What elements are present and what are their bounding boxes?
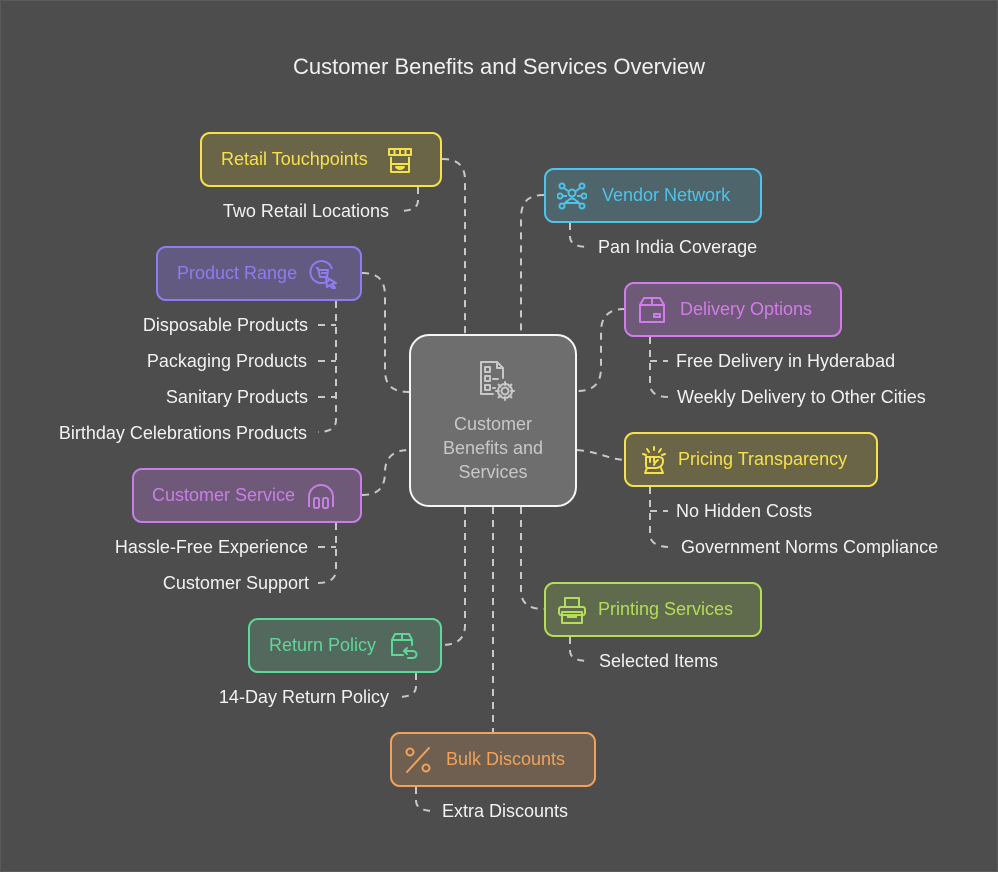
connector-product-range [361, 272, 410, 393]
leaf-connector [317, 301, 337, 433]
connector-pricing-transparency [576, 449, 626, 461]
leaf-connector [397, 187, 419, 212]
leaf-connector [649, 337, 669, 398]
node-product-range[interactable]: Product Range [156, 246, 362, 301]
percent-icon [402, 744, 434, 776]
node-label: Product Range [177, 263, 298, 283]
node-vendor-network[interactable]: Vendor Network [544, 168, 762, 223]
leaf-connector [649, 487, 671, 548]
connector-customer-service [361, 449, 410, 496]
leaf-item: Packaging Products [146, 351, 307, 371]
node-pricing-transparency[interactable]: Pricing Transparency [624, 432, 878, 487]
checklist-gear-icon [467, 356, 519, 408]
connector-delivery-options [576, 308, 626, 392]
connector-printing-services [520, 507, 545, 610]
leaf-connector [317, 523, 337, 584]
leaf-item: Disposable Products [142, 315, 308, 335]
leaf-connector [396, 673, 417, 698]
node-retail-touchpoints[interactable]: Retail Touchpoints [200, 132, 442, 187]
leaf-item: Birthday Celebrations Products [58, 423, 307, 443]
node-label: Retail Touchpoints [221, 149, 368, 169]
leaf-item: Pan India Coverage [598, 237, 758, 257]
connector-retail-touchpoints [441, 158, 466, 334]
central-topic-node: Customer Benefits and Services [409, 334, 577, 507]
leaf-item: Government Norms Compliance [681, 537, 939, 557]
leaf-item: Selected Items [599, 651, 719, 671]
storefront-icon [384, 144, 416, 176]
node-label: Vendor Network [602, 185, 731, 205]
cart-cursor-icon [307, 258, 339, 290]
node-label: Return Policy [269, 635, 377, 655]
package-box-icon [636, 294, 668, 326]
node-customer-service[interactable]: Customer Service [132, 468, 362, 523]
leaf-connector [569, 637, 591, 662]
node-label: Printing Services [598, 599, 734, 619]
leaf-connector [318, 324, 336, 398]
leaf-connector [415, 787, 436, 812]
headphones-icon [305, 480, 337, 512]
leaf-item: Two Retail Locations [222, 201, 389, 221]
node-label: Customer Service [152, 485, 296, 505]
leaf-item: No Hidden Costs [676, 501, 813, 521]
box-return-icon [388, 630, 420, 662]
node-bulk-discounts[interactable]: Bulk Discounts [390, 732, 596, 787]
leaf-item: Weekly Delivery to Other Cities [677, 387, 926, 407]
fist-bump-icon [638, 444, 670, 476]
leaf-item: Sanitary Products [165, 387, 308, 407]
node-label: Bulk Discounts [446, 749, 566, 769]
leaf-item: Extra Discounts [442, 801, 569, 821]
connector-vendor-network [520, 194, 545, 334]
node-label: Delivery Options [680, 299, 813, 319]
central-topic-label: Customer Benefits and Services [442, 414, 544, 482]
leaf-item: Hassle-Free Experience [114, 537, 308, 557]
leaf-item: 14-Day Return Policy [218, 687, 389, 707]
leaf-connector [569, 223, 591, 248]
leaf-item: Free Delivery in Hyderabad [676, 351, 896, 371]
printer-icon [556, 594, 588, 626]
node-return-policy[interactable]: Return Policy [248, 618, 442, 673]
node-label: Pricing Transparency [678, 449, 848, 469]
leaf-item: Customer Support [162, 573, 309, 593]
node-printing-services[interactable]: Printing Services [544, 582, 762, 637]
network-people-icon [556, 180, 588, 212]
diagram-title: Customer Benefits and Services Overview [292, 54, 706, 79]
connector-return-policy [441, 507, 466, 646]
node-delivery-options[interactable]: Delivery Options [624, 282, 842, 337]
